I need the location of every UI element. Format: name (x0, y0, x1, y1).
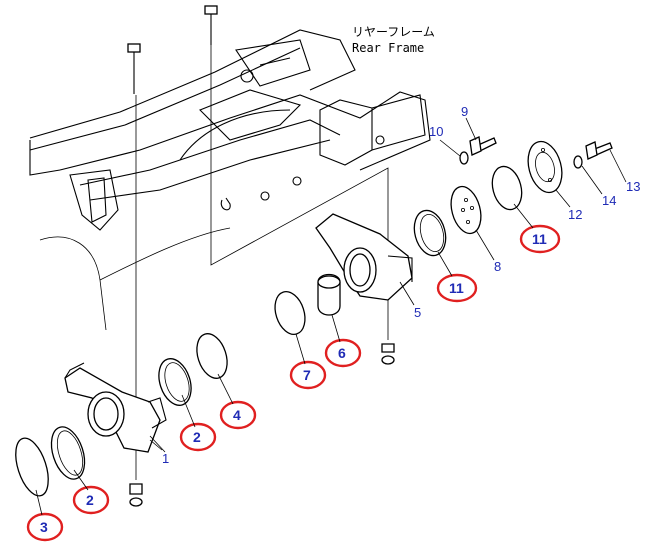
label-8: 8 (494, 259, 501, 274)
label-6: 6 (338, 345, 346, 361)
part-labels: 1 2 2 3 4 5 6 7 8 9 10 11 11 12 13 14 (40, 104, 640, 535)
label-11b: 11 (532, 231, 547, 247)
ring-3 (15, 437, 49, 497)
rings-left (15, 333, 228, 497)
label-5: 5 (414, 305, 421, 320)
label-14: 14 (602, 193, 616, 208)
highlight-circles (26, 224, 561, 542)
label-13: 13 (626, 179, 640, 194)
bushing-part-6 (317, 273, 341, 316)
title-english: Rear Frame (352, 41, 424, 55)
plate-8 (450, 185, 482, 235)
label-9: 9 (461, 104, 468, 119)
label-4: 4 (233, 407, 241, 423)
rings-right (413, 136, 613, 257)
ring-7 (274, 290, 306, 336)
label-3: 3 (40, 519, 48, 535)
label-12: 12 (568, 207, 582, 222)
label-11a: 11 (449, 280, 464, 296)
title-japanese: リヤーフレーム (352, 25, 435, 39)
label-7: 7 (303, 367, 311, 383)
support-part-1 (64, 362, 167, 453)
support-part-5 (315, 213, 413, 301)
rear-frame-drawing (29, 29, 431, 331)
label-10: 10 (429, 124, 443, 139)
cap-12 (527, 140, 563, 194)
label-2a: 2 (86, 492, 94, 508)
leader-lines (35, 117, 627, 516)
label-1: 1 (162, 451, 169, 466)
label-2b: 2 (193, 429, 201, 445)
